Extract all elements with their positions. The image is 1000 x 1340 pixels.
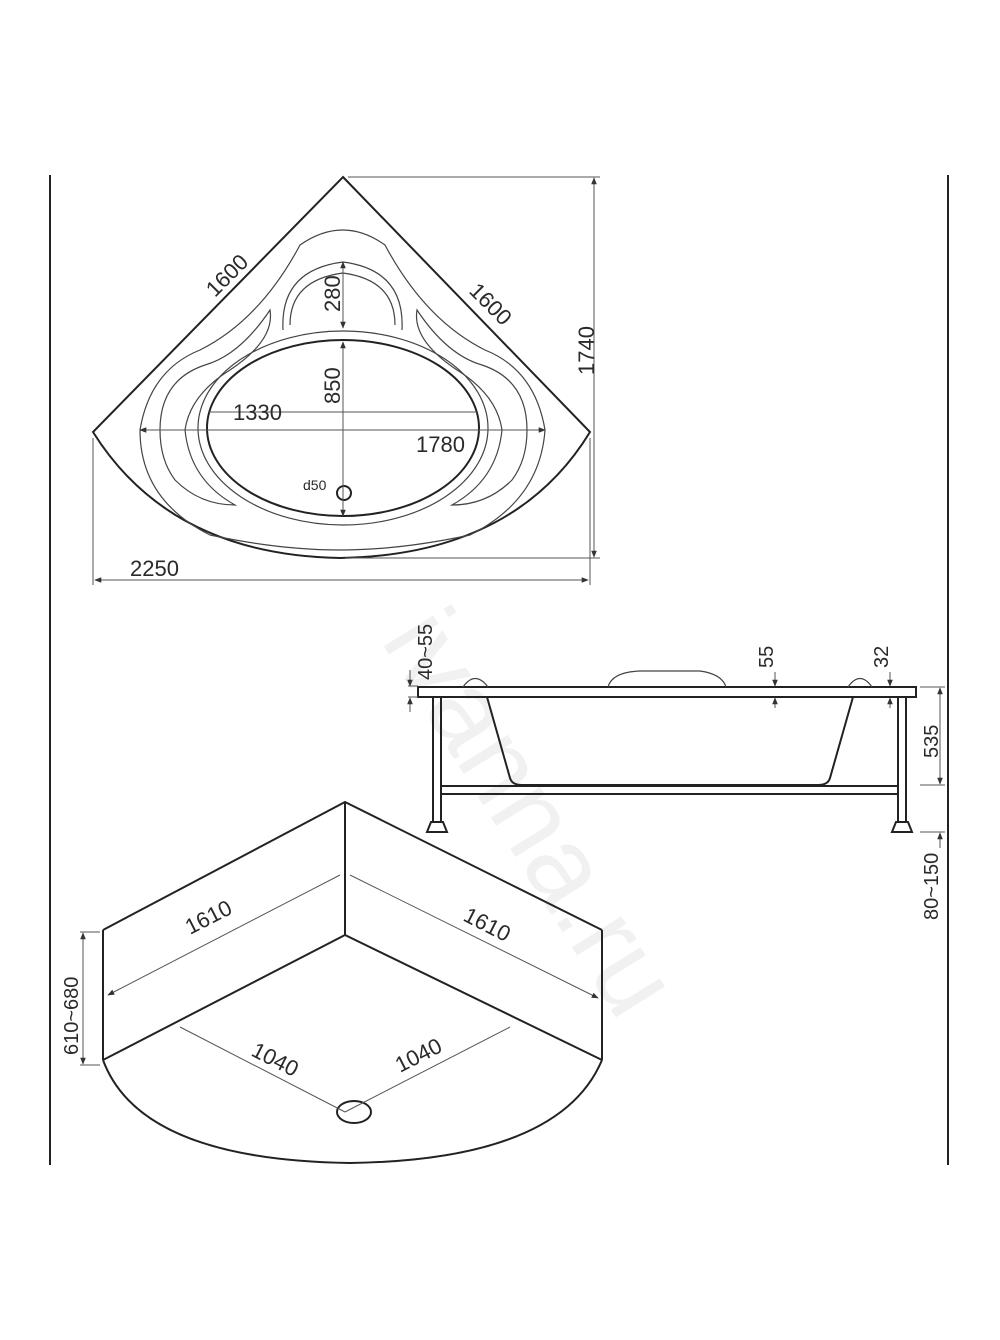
panel-view-drain [336,1100,372,1124]
top-view-right-armrest [415,308,528,506]
dim-rim-edge: 32 [871,646,893,668]
watermark: ivanna.ru [360,588,704,1037]
side-view: 40~55 55 32 535 80~150 [407,624,945,920]
dim-rim-thickness: 40~55 [415,624,437,680]
dim-tub-height: 535 [921,725,943,758]
panel-view-front-curve [102,1059,603,1165]
dim-side-right: 1600 [464,278,516,330]
top-view-deck-curve [139,229,546,551]
top-view: 1600 1600 1740 280 850 1330 1780 d50 225… [91,175,600,585]
top-view-outer-shell [91,175,592,560]
panel-view-bottom-edge [102,933,603,1061]
dim-leg-height: 80~150 [921,853,943,920]
svg-text:ivanna.ru: ivanna.ru [360,588,704,1037]
dim-inner-depth: 850 [320,367,345,404]
dim-height: 1740 [574,326,599,375]
dim-panel-bottom-left: 1040 [248,1037,303,1081]
side-view-rim [417,686,917,698]
dim-headrest: 280 [320,275,345,312]
dim-overall-width: 2250 [130,556,179,581]
dim-drain: d50 [303,477,327,493]
dim-panel-top-right: 1610 [460,902,515,946]
dim-inner-span: 1780 [416,432,465,457]
top-view-drain-circle [336,485,352,501]
top-view-left-armrest [159,308,272,506]
dim-center-drop: 55 [756,646,778,668]
dim-panel-height: 610~680 [61,977,83,1055]
dim-inner-width: 1330 [233,400,282,425]
dim-panel-bottom-right: 1040 [391,1033,446,1077]
